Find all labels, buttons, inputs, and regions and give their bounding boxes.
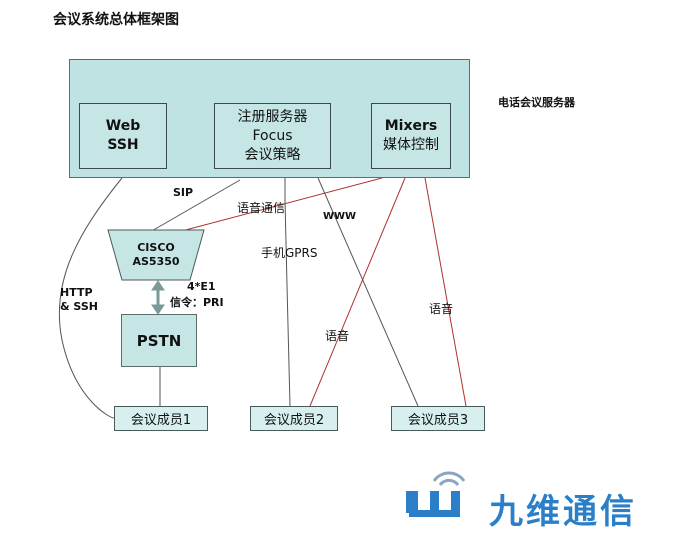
signaling-label: 信令：PRI <box>170 296 224 309</box>
http-ssh-line <box>58 177 123 419</box>
focus-module: 注册服务器 Focus 会议策略 <box>214 103 331 169</box>
web-ssh-module: Web SSH <box>79 103 167 169</box>
gprs-label: 手机GPRS <box>261 246 318 260</box>
http-ssh-label: HTTP & SSH <box>60 286 98 313</box>
cisco-shape <box>107 229 205 281</box>
brand-logo-icon <box>406 471 466 517</box>
e1-label: 4*E1 <box>187 280 216 293</box>
sip-label: SIP <box>173 186 194 199</box>
www-line <box>317 177 419 407</box>
mixers-module: Mixers 媒体控制 <box>371 103 451 169</box>
server-label: 电话会议服务器 <box>498 96 575 109</box>
member-1: 会议成员1 <box>114 406 208 431</box>
voice-label-right: 语音 <box>429 302 454 316</box>
diagram-title: 会议系统总体框架图 <box>53 12 179 28</box>
member-2: 会议成员2 <box>250 406 338 431</box>
voice-line-member2 <box>309 177 406 407</box>
voice-comm-line <box>177 177 383 233</box>
cisco-gateway: CISCO AS5350 <box>132 241 180 268</box>
sip-line <box>149 179 241 233</box>
pstn-node: PSTN <box>121 314 197 367</box>
voice-line-member3 <box>424 177 467 407</box>
e1-arrow <box>151 280 165 315</box>
voice-comm-label: 语音通信 <box>237 201 286 215</box>
voice-label-left: 语音 <box>325 329 350 343</box>
gprs-line <box>284 178 291 407</box>
brand-name: 九维通信 <box>489 492 637 532</box>
member-3: 会议成员3 <box>391 406 485 431</box>
www-label: WWW <box>323 211 357 222</box>
